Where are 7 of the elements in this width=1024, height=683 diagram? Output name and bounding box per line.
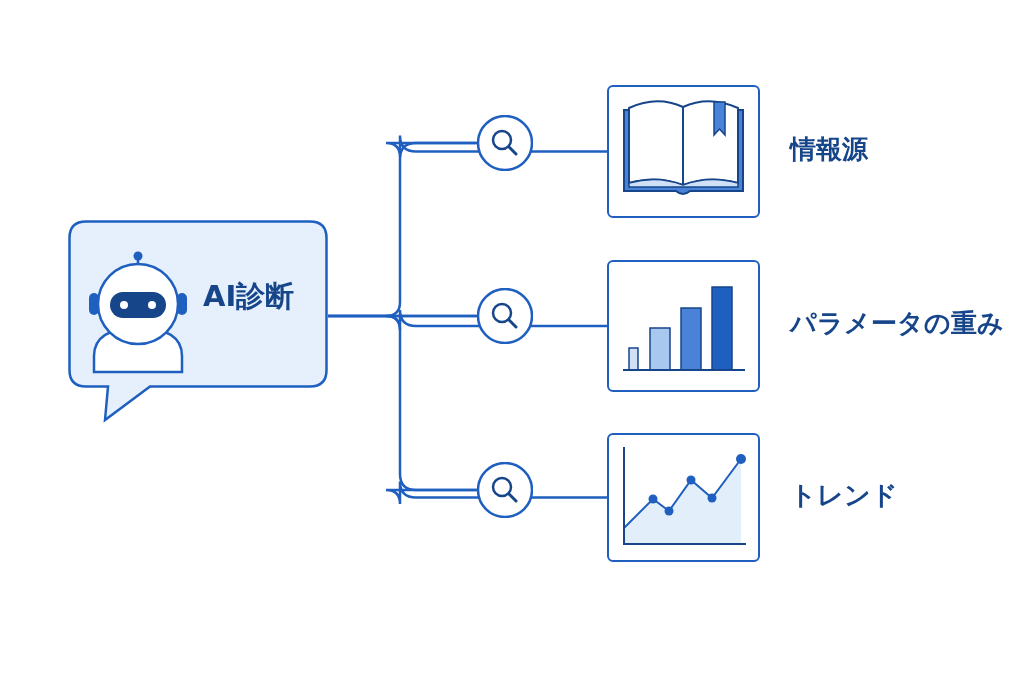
category-label: パラメータの重み <box>790 310 1004 336</box>
picture-card <box>607 433 760 562</box>
picture-card <box>607 260 760 392</box>
title-text: AI診断 <box>203 282 295 311</box>
picture-card <box>607 85 760 218</box>
category-label: トレンド <box>790 481 898 508</box>
category-label: 情報源 <box>790 135 868 162</box>
